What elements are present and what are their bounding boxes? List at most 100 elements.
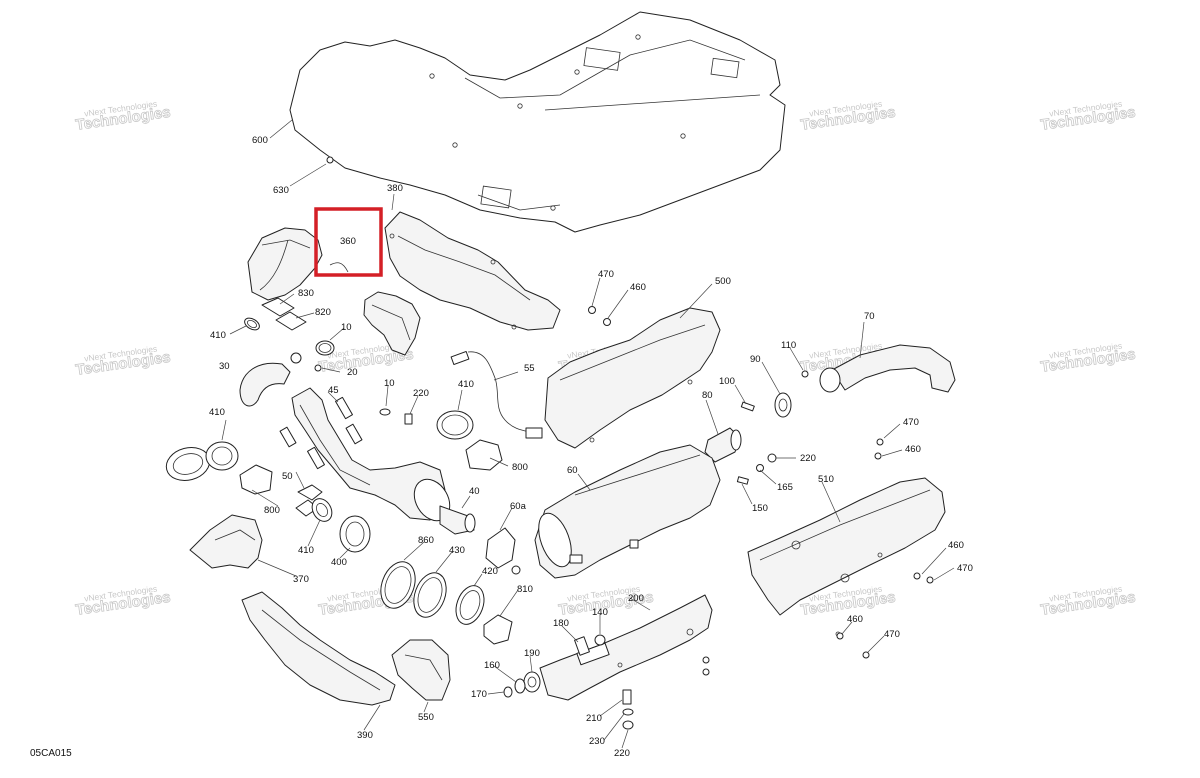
part-170-nut[interactable] <box>503 686 513 698</box>
part-400-clamp[interactable] <box>339 515 371 553</box>
part-60a-bracket[interactable] <box>485 527 516 569</box>
part-430-clamp[interactable] <box>408 568 452 621</box>
label-150: 150 <box>752 503 768 514</box>
part-410-clamp-d[interactable] <box>308 495 336 525</box>
label-20: 20 <box>347 367 358 378</box>
part-55-oxygen-sensor[interactable] <box>450 351 543 439</box>
watermark: Technologies vNext Technologies <box>1039 583 1137 619</box>
part-460-washer-c[interactable] <box>913 572 921 580</box>
part-220-nut-b[interactable] <box>767 453 777 463</box>
label-220b: 220 <box>800 453 816 464</box>
label-390: 390 <box>357 730 373 741</box>
label-460b: 460 <box>905 444 921 455</box>
label-55: 55 <box>524 363 535 374</box>
part-630-fastener[interactable] <box>326 156 334 164</box>
label-410a: 410 <box>210 330 226 341</box>
part-190-bushing[interactable] <box>523 671 541 693</box>
part-100-bolt[interactable] <box>740 401 755 412</box>
part-110-bolt[interactable] <box>801 370 809 378</box>
label-10b: 10 <box>384 378 395 389</box>
part-90-flange-gasket[interactable] <box>774 392 792 418</box>
part-shield-inner[interactable] <box>363 291 421 356</box>
label-500: 500 <box>715 276 731 287</box>
part-460-washer-d[interactable] <box>836 632 844 640</box>
label-90: 90 <box>750 354 761 365</box>
label-380: 380 <box>387 183 403 194</box>
watermark: Technologies vNext Technologies <box>1039 340 1137 376</box>
part-460-washer-b[interactable] <box>874 452 882 460</box>
label-170: 170 <box>471 689 487 700</box>
part-420-clamp[interactable] <box>451 582 489 628</box>
label-160: 160 <box>484 660 500 671</box>
label-600: 600 <box>252 135 268 146</box>
part-60-muffler[interactable] <box>532 444 721 579</box>
label-70: 70 <box>864 311 875 322</box>
label-510: 510 <box>818 474 834 485</box>
part-860-clamp[interactable] <box>375 557 421 613</box>
part-10-seal-ring[interactable] <box>315 340 335 356</box>
part-45-spring[interactable] <box>279 396 363 470</box>
part-180-bolt[interactable] <box>574 636 590 656</box>
part-220-nut-c[interactable] <box>622 720 634 730</box>
part-470-bolt-d[interactable] <box>862 651 870 659</box>
label-470c: 470 <box>957 563 973 574</box>
part-800-gasket-b[interactable] <box>239 464 273 495</box>
label-110: 110 <box>781 340 796 351</box>
part-165-washer[interactable] <box>756 464 764 472</box>
part-150-bolt[interactable] <box>736 476 749 485</box>
part-230-washer[interactable] <box>622 708 634 716</box>
label-165: 165 <box>777 482 793 493</box>
part-810-gasket[interactable] <box>483 614 513 645</box>
part-390-heat-shield[interactable] <box>241 591 396 706</box>
part-200-mounting-bracket[interactable] <box>539 594 713 701</box>
part-600-heat-shield-panel[interactable] <box>289 11 786 233</box>
part-80-sleeve[interactable] <box>704 427 742 463</box>
label-50: 50 <box>282 471 293 482</box>
label-45: 45 <box>328 385 339 396</box>
label-460d: 460 <box>847 614 863 625</box>
part-470-bolt-b[interactable] <box>876 438 884 446</box>
part-220-fastener-a[interactable] <box>404 413 413 425</box>
part-160-washer[interactable] <box>514 678 526 694</box>
label-60a: 60a <box>510 501 527 512</box>
part-30-curved-pipe[interactable] <box>239 352 302 407</box>
label-800b: 800 <box>264 505 280 516</box>
label-360: 360 <box>340 236 356 247</box>
part-460-washer-a[interactable] <box>603 318 611 326</box>
leader-lines <box>221 119 955 749</box>
part-410-clamp-b[interactable] <box>436 410 474 440</box>
part-20-fastener[interactable] <box>314 364 322 372</box>
part-410-clamp[interactable] <box>243 316 262 333</box>
part-10-fastener-b[interactable] <box>379 408 391 416</box>
part-820-spacer[interactable] <box>275 311 307 331</box>
part-fasteners-misc[interactable] <box>511 565 710 676</box>
part-800-gasket-a[interactable] <box>465 439 503 471</box>
label-10a: 10 <box>341 322 352 333</box>
part-470-bolt-c[interactable] <box>926 576 934 584</box>
part-500-heat-shield[interactable] <box>544 307 721 449</box>
part-360-curved-shield[interactable] <box>247 227 349 301</box>
label-630: 630 <box>273 185 289 196</box>
part-370-elbow-shield[interactable] <box>189 514 263 569</box>
part-470-bolt-a[interactable] <box>588 306 596 314</box>
part-410-clamp-c[interactable] <box>163 441 239 485</box>
part-40-pipe[interactable] <box>439 505 476 535</box>
watermark: Technologies vNext Technologies <box>74 343 172 379</box>
part-140-bushing[interactable] <box>594 634 606 646</box>
label-430: 430 <box>449 545 465 556</box>
label-210: 210 <box>586 713 602 724</box>
label-80: 80 <box>702 390 713 401</box>
part-550-heat-shield[interactable] <box>391 639 451 701</box>
label-220c: 220 <box>614 748 630 759</box>
part-380-heat-shield[interactable] <box>384 211 561 331</box>
part-830-spacer[interactable] <box>261 297 295 317</box>
part-510-heat-shield[interactable] <box>747 477 946 637</box>
label-410c: 410 <box>209 407 225 418</box>
label-460a: 460 <box>630 282 646 293</box>
label-190: 190 <box>524 648 540 659</box>
part-70-tailpipe[interactable] <box>819 344 956 393</box>
label-830: 830 <box>298 288 314 299</box>
label-800a: 800 <box>512 462 528 473</box>
part-210-bolt[interactable] <box>622 689 632 705</box>
